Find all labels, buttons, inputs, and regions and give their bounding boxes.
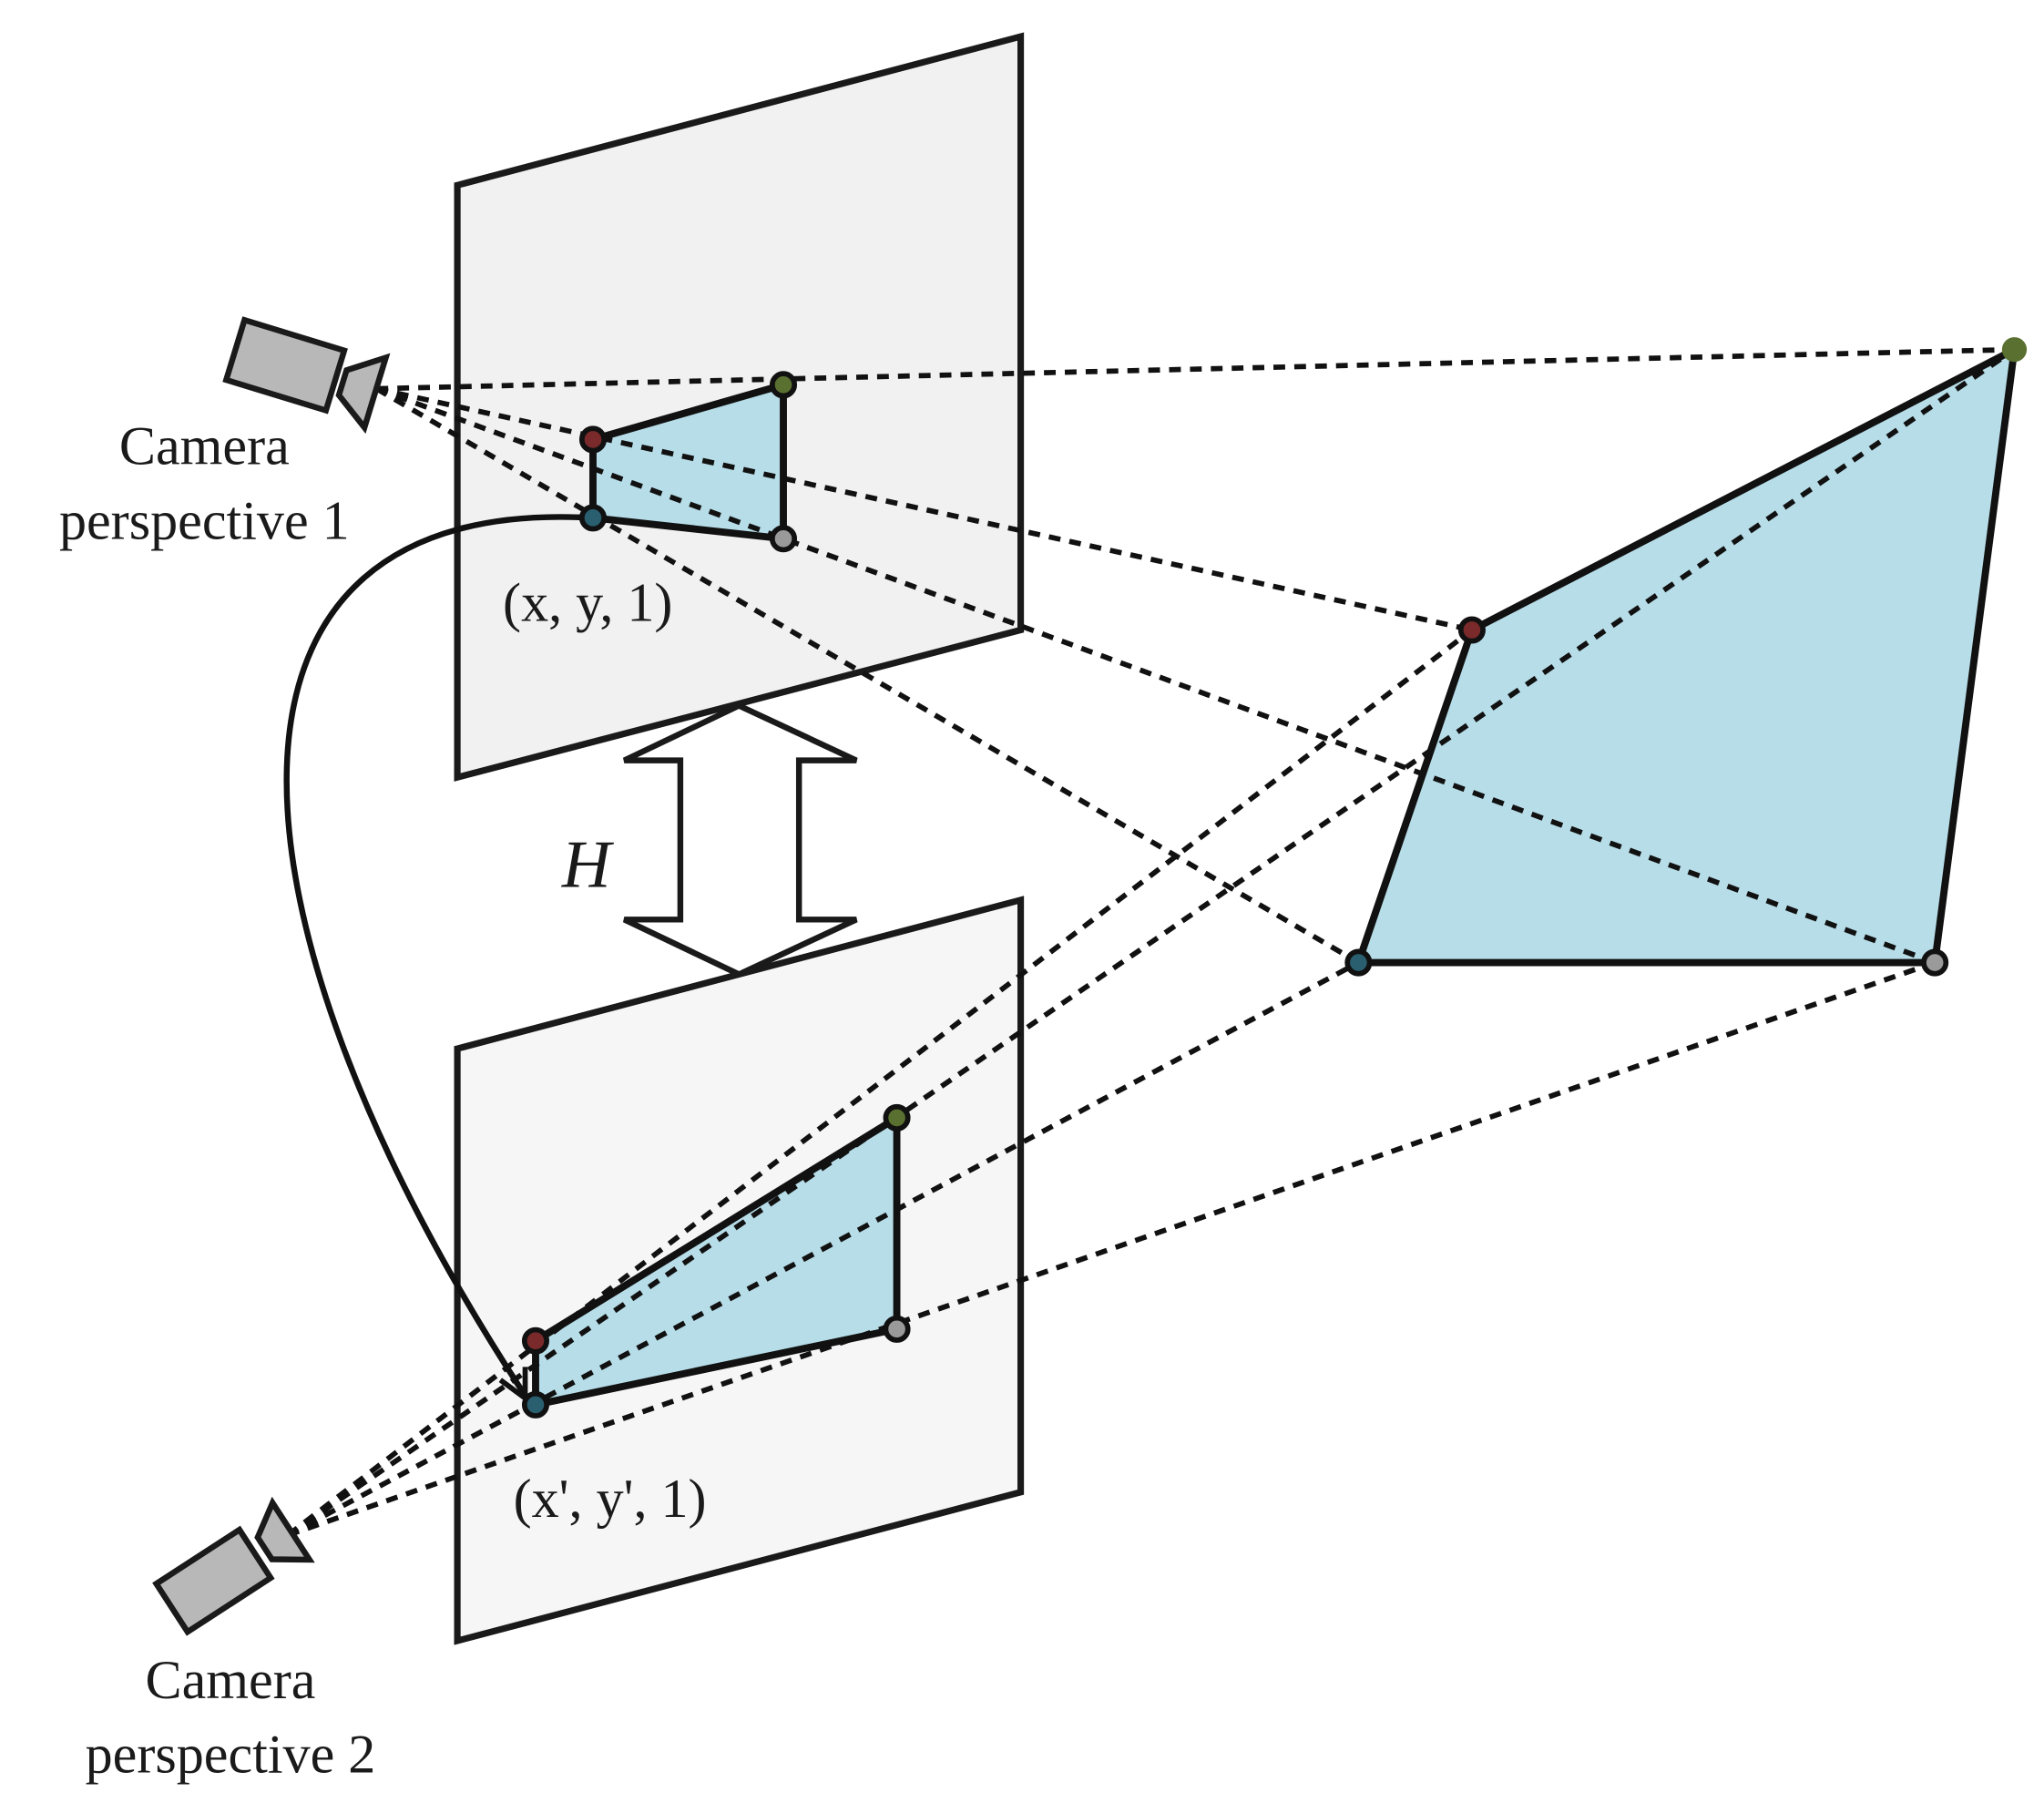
point-label-image-1: (x, y, 1) xyxy=(503,572,672,633)
point-teal-image-2 xyxy=(521,1390,550,1419)
rays-camera-2 xyxy=(286,347,2017,1538)
mapping-curve xyxy=(283,514,591,1398)
camera-1-label-line-1: Camera xyxy=(119,416,290,477)
video-camera-icon xyxy=(222,316,391,435)
homography-arrow xyxy=(622,702,858,978)
video-camera-icon xyxy=(152,1496,315,1636)
point-gray-image-1 xyxy=(769,525,798,553)
point-teal-world xyxy=(1344,948,1373,977)
point-label-image-2: (x', y', 1) xyxy=(514,1469,707,1530)
world-quadrilateral xyxy=(1353,343,2019,967)
point-teal-image-1 xyxy=(578,504,608,532)
point-gray-world xyxy=(1921,948,1949,977)
camera-1-label-line-2: perspective 1 xyxy=(59,490,350,551)
homography-label: H xyxy=(561,828,615,903)
camera-2-label-line-1: Camera xyxy=(146,1650,316,1711)
point-red-image-1 xyxy=(578,425,608,454)
point-green-world xyxy=(2001,337,2028,363)
point-red-image-2 xyxy=(521,1326,550,1355)
point-gray-image-2 xyxy=(883,1315,911,1343)
point-red-world xyxy=(1457,616,1486,644)
camera-2-label-line-2: perspective 2 xyxy=(86,1725,376,1786)
point-green-image-2 xyxy=(883,1103,911,1132)
point-green-image-1 xyxy=(769,371,798,399)
rays-camera-1 xyxy=(374,346,2015,966)
